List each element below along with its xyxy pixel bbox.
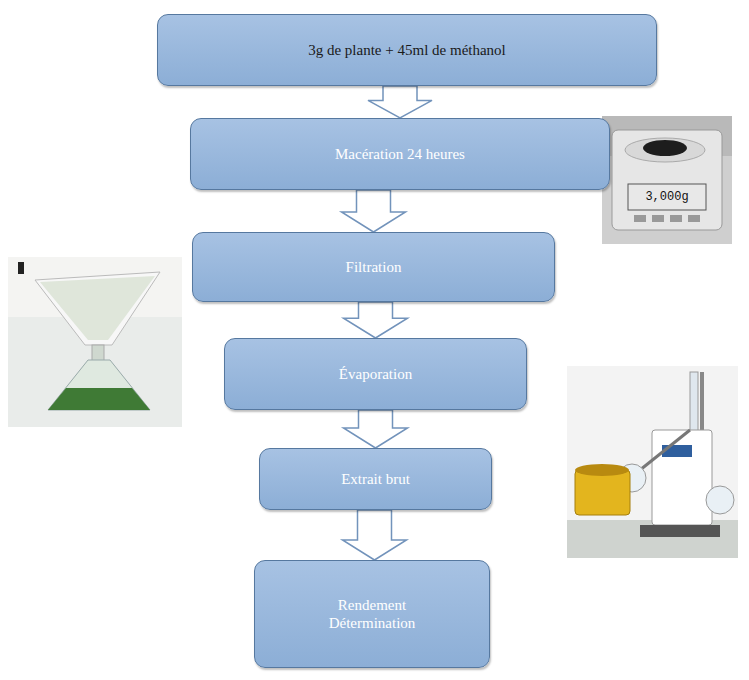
process-box: 3g de plante + 45ml de méthanol xyxy=(157,14,657,86)
block-arrow xyxy=(344,302,408,338)
process-box: Rendement Détermination xyxy=(254,560,490,668)
block-arrow xyxy=(368,86,432,118)
process-box: Évaporation xyxy=(224,338,527,410)
box-text: Filtration xyxy=(346,258,402,276)
box-text: 3g de plante + 45ml de méthanol xyxy=(308,41,506,59)
block-arrow xyxy=(342,190,406,232)
filtration-photo xyxy=(8,257,182,427)
block-arrow xyxy=(343,510,407,560)
process-box: Macération 24 heures xyxy=(190,118,610,190)
balance-photo xyxy=(602,116,732,244)
balance-display: 3,000g xyxy=(642,190,691,204)
box-text: Macération 24 heures xyxy=(335,145,465,163)
rotavap-photo xyxy=(567,366,738,558)
box-text: Extrait brut xyxy=(341,470,410,488)
box-text: Évaporation xyxy=(339,365,412,383)
process-box: Extrait brut xyxy=(259,448,492,510)
box-text: Rendement Détermination xyxy=(312,596,432,632)
process-box: Filtration xyxy=(192,232,555,302)
block-arrow xyxy=(344,410,408,448)
